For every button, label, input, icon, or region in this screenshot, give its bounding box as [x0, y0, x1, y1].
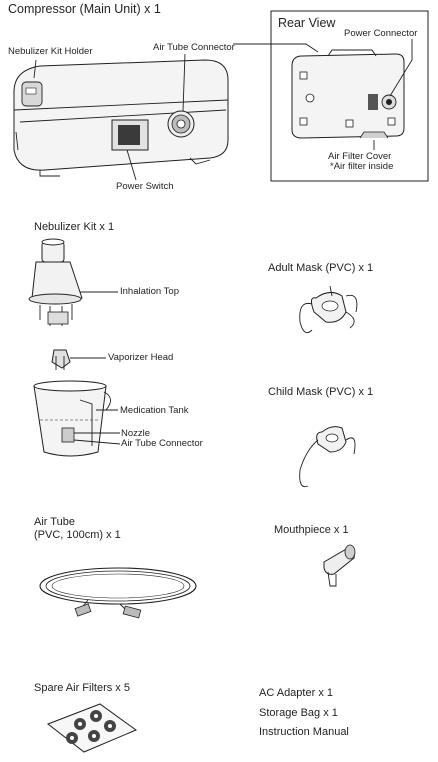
accessory-storage-bag: Storage Bag x 1	[259, 707, 338, 719]
label-air-filter-note: *Air filter inside	[330, 161, 394, 172]
label-medication-tank: Medication Tank	[120, 405, 189, 416]
label-nozzle: Nozzle	[121, 428, 151, 439]
air-tube-title-line1: Air Tube	[34, 516, 75, 528]
label-vaporizer-head: Vaporizer Head	[108, 352, 174, 363]
label-air-filter-cover: Air Filter Cover	[328, 151, 392, 162]
mouthpiece-illustration	[323, 544, 356, 587]
label-inhalation-top: Inhalation Top	[120, 286, 179, 297]
label-power-switch: Power Switch	[116, 181, 174, 192]
spare-filters-title: Spare Air Filters x 5	[34, 682, 130, 694]
rear-view-frame	[270, 10, 429, 182]
child-mask-title: Child Mask (PVC) x 1	[268, 386, 374, 398]
label-nebulizer-kit-holder: Nebulizer Kit Holder	[8, 46, 93, 57]
rear-view-illustration	[291, 49, 405, 139]
label-air-tube-connector-kit: Air Tube Connector	[121, 438, 203, 449]
accessory-ac-adapter: AC Adapter x 1	[259, 687, 333, 699]
label-air-tube-connector-compressor: Air Tube Connector	[153, 42, 235, 53]
adult-mask-title: Adult Mask (PVC) x 1	[268, 262, 374, 274]
air-tube-illustration	[39, 567, 197, 619]
mouthpiece-title: Mouthpiece x 1	[274, 524, 349, 536]
nebulizer-kit-title: Nebulizer Kit x 1	[34, 221, 115, 233]
adult-mask-illustration	[299, 285, 358, 334]
child-mask-illustration	[299, 426, 356, 488]
spare-filters-illustration	[46, 703, 138, 753]
rear-view-title: Rear View	[278, 16, 336, 30]
nebulizer-kit-illustration	[28, 238, 111, 457]
compressor-illustration	[13, 59, 229, 177]
air-tube-title-line2: (PVC, 100cm) x 1	[34, 529, 121, 541]
label-power-connector: Power Connector	[344, 28, 418, 39]
compressor-title: Compressor (Main Unit) x 1	[8, 2, 161, 16]
accessory-instruction-manual: Instruction Manual	[259, 726, 349, 738]
